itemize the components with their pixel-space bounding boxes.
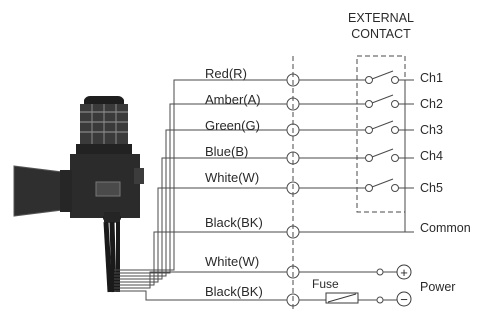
horn-speaker <box>13 165 63 217</box>
contact-switch-icon <box>365 100 373 108</box>
power-minus-terminal-icon <box>396 291 412 307</box>
external-contact-box <box>356 55 406 213</box>
external-contact-title-line2: CONTACT <box>351 27 411 41</box>
contact-switch-icon <box>365 154 373 162</box>
power-node-icon <box>376 268 384 276</box>
contact-switch-icon <box>391 126 399 134</box>
wire-label-white: White(W) <box>205 170 259 185</box>
wire-label-power-white: White(W) <box>205 254 259 269</box>
wire-green <box>114 129 293 277</box>
common-label: Common <box>420 221 471 235</box>
wire-black <box>114 231 293 286</box>
external-contact-title-line1: EXTERNAL <box>348 11 414 25</box>
contact-switch-icon <box>365 184 373 192</box>
wire-pwr-white <box>114 271 293 289</box>
wire-red <box>114 79 293 271</box>
contact-switch-icon <box>391 100 399 108</box>
channel-label-ch2: Ch2 <box>420 97 443 111</box>
wire-label-green: Green(G) <box>205 118 260 133</box>
channel-label-ch1: Ch1 <box>420 71 443 85</box>
channel-label-ch5: Ch5 <box>420 181 443 195</box>
contact-switch-blade <box>371 70 394 80</box>
channel-label-ch3: Ch3 <box>420 123 443 137</box>
power-minus-sign: − <box>400 292 408 307</box>
power-node-icon <box>376 296 384 304</box>
contact-switch-icon <box>391 154 399 162</box>
wire-label-black: Black(BK) <box>205 215 263 230</box>
power-plus-sign: + <box>400 265 408 280</box>
wire-routing <box>114 70 414 307</box>
power-plus-terminal-icon <box>396 264 412 280</box>
contact-switch-icon <box>391 76 399 84</box>
wire-blue <box>114 157 293 280</box>
power-label: Power <box>420 280 455 294</box>
contact-switch-blade <box>371 120 394 130</box>
fuse-label: Fuse <box>312 277 339 291</box>
contact-switch-icon <box>365 76 373 84</box>
wire-pwr-black <box>114 290 293 301</box>
wire-label-power-black: Black(BK) <box>205 284 263 299</box>
wire-label-blue: Blue(B) <box>205 144 248 159</box>
wire-label-amber: Amber(A) <box>205 92 261 107</box>
contact-switch-icon <box>391 184 399 192</box>
contact-switch-blade <box>371 94 394 104</box>
wire-label-red: Red(R) <box>205 66 247 81</box>
channel-label-ch4: Ch4 <box>420 149 443 163</box>
contact-switch-icon <box>365 126 373 134</box>
contact-switch-blade <box>371 178 394 188</box>
signal-beacon-device <box>13 96 144 293</box>
contact-switch-blade <box>371 148 394 158</box>
wire-white <box>114 187 293 283</box>
